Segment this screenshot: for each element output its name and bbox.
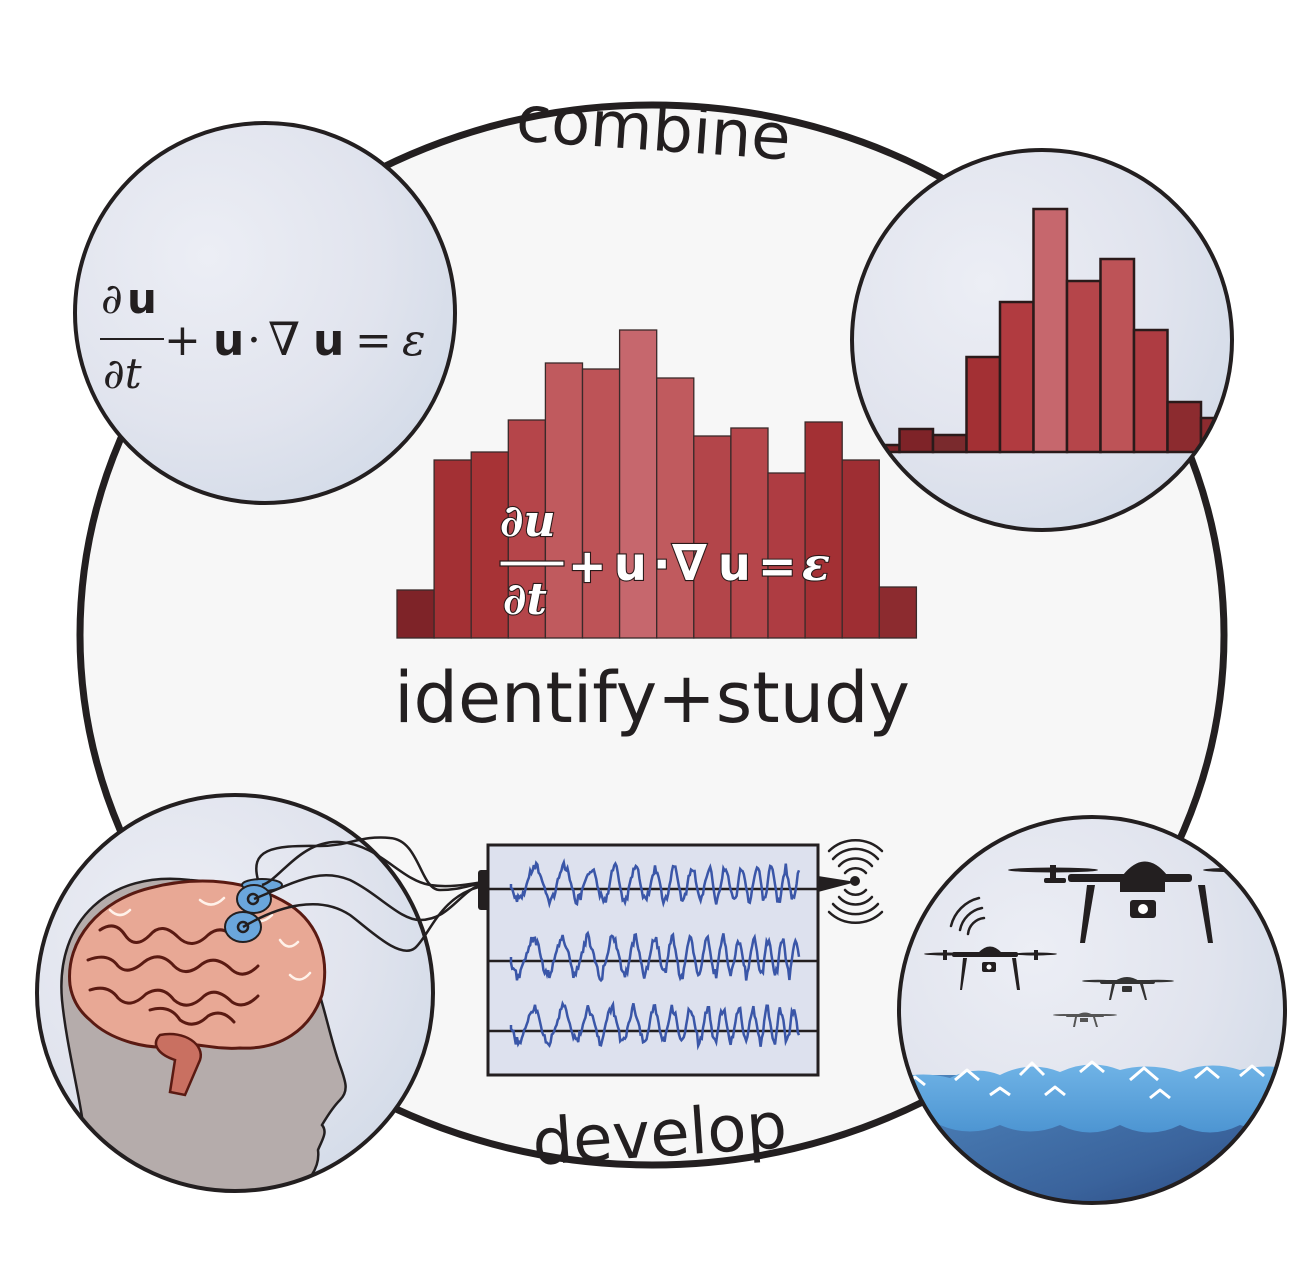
eq-fraction-bar — [100, 338, 164, 340]
top-right-histogram-bar — [1065, 279, 1102, 454]
eq-numerator: u — [127, 274, 157, 323]
top-right-histogram-bar — [1132, 328, 1169, 454]
center-histogram-bar — [470, 451, 509, 639]
center-eq-nabla: ∇ — [672, 534, 707, 592]
electrode-wires — [242, 836, 484, 952]
center-histogram-bar — [507, 419, 547, 639]
center-eq-u2: u — [718, 537, 751, 591]
signal-trace-2 — [509, 930, 801, 983]
signal-trace-1 — [509, 858, 801, 909]
center-eq-epsilon: ε — [802, 537, 830, 591]
eq-equals: = — [355, 315, 392, 366]
center-histogram-bar — [693, 435, 732, 639]
bubble-brain — [35, 793, 435, 1193]
top-right-histogram-bar — [965, 355, 1002, 454]
eq-dot: · — [247, 315, 261, 366]
eq-numerator-d: ∂ — [101, 274, 123, 323]
center-histogram-bar — [730, 427, 769, 639]
center-histogram-bar — [433, 459, 472, 639]
center-histogram-bar — [581, 368, 621, 639]
eq-u2: u — [313, 315, 344, 366]
center-histogram-bar — [544, 362, 584, 639]
drone-tiny-icon — [1053, 1012, 1117, 1027]
center-histogram-bar — [767, 472, 806, 639]
signal-trace-3 — [509, 1000, 801, 1051]
center-equation: ∂u ∂t + u · ∇ u = ε — [499, 495, 831, 626]
center-eq-denominator: ∂t — [503, 574, 547, 625]
wireless-signal-icon — [827, 838, 884, 925]
bubble-equation: ∂ u ∂t + u · ∇ u = ε — [73, 121, 457, 505]
center-histogram — [396, 329, 918, 639]
top-right-histogram-bar — [1099, 257, 1136, 454]
drone-wireless-icon — [949, 896, 986, 936]
center-eq-fraction-bar — [499, 560, 565, 567]
eq-nabla: ∇ — [268, 312, 300, 366]
center-eq-dot: · — [653, 537, 670, 591]
drone-small-icon — [1082, 977, 1174, 1000]
eq-plus: + — [164, 315, 201, 366]
label-develop: develop — [530, 1089, 789, 1181]
center-eq-equals: = — [758, 539, 797, 593]
antenna-emitter — [818, 876, 856, 892]
drone-medium-icon — [924, 946, 1057, 990]
bubble-histogram — [850, 148, 1234, 532]
eq-epsilon: ε — [402, 315, 426, 366]
center-histogram-bar — [396, 589, 435, 639]
center-histogram-bar — [656, 377, 695, 639]
top-right-histogram-bar — [1032, 207, 1069, 454]
ocean — [899, 1060, 1285, 1203]
center-eq-plus: + — [568, 539, 607, 593]
center-eq-u1: u — [614, 537, 647, 591]
top-right-histogram-bar — [998, 300, 1035, 454]
bubble-drones-ocean — [897, 815, 1287, 1205]
eq-denominator: ∂t — [103, 349, 142, 398]
top-right-histogram — [864, 207, 1232, 454]
center-histogram-bar — [878, 586, 918, 639]
center-eq-numerator: ∂u — [500, 496, 556, 547]
label-identify-study: identify+study — [394, 657, 910, 739]
top-right-histogram-bar — [1166, 400, 1203, 454]
center-histogram-bar — [841, 459, 880, 639]
center-histogram-bar — [804, 421, 843, 639]
center-histogram-bar — [618, 329, 658, 639]
top-right-histogram-bar — [898, 427, 935, 454]
top-right-histogram-bar — [931, 433, 968, 454]
eq-u1: u — [213, 315, 244, 366]
signal-recorder — [478, 838, 884, 1077]
